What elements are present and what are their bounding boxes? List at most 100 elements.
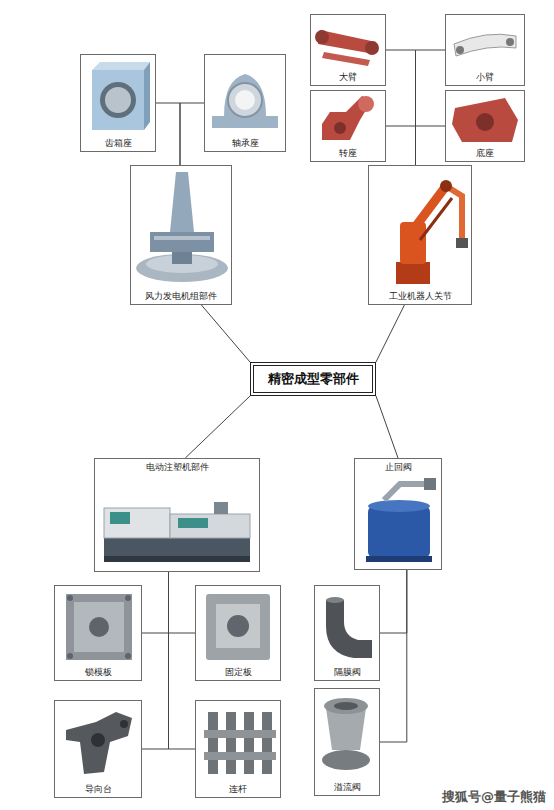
injection-machine-illustration <box>110 512 130 524</box>
part-label: 锁模板 <box>83 666 114 678</box>
diaphragm-valve-illustration <box>326 597 372 658</box>
part-label: 轴承座 <box>230 137 261 149</box>
bearing-seat-illustration <box>235 90 255 110</box>
guide-table-illustration <box>66 712 132 774</box>
check-valve-illustration <box>366 556 432 562</box>
clamp-plate-illustration <box>125 595 131 601</box>
robot-illustration <box>413 186 446 230</box>
clamp-plate-illustration <box>125 653 131 659</box>
big-arm-illustration <box>315 30 329 44</box>
connector-line <box>142 572 169 749</box>
wind-turbine-part-illustration <box>154 236 210 240</box>
connector-line <box>169 572 196 749</box>
connecting-rod-illustration <box>208 712 218 774</box>
part-box: 隔膜阀 <box>314 585 380 681</box>
gearbox-seat-illustration <box>92 62 150 70</box>
bearing-seat-illustration <box>212 74 278 128</box>
base-illustration <box>452 98 518 142</box>
big-arm-illustration <box>315 30 379 66</box>
part-label: 小臂 <box>474 71 496 83</box>
part-label: 电动注塑机部件 <box>144 461 211 473</box>
robot-illustration <box>420 198 452 240</box>
part-box: 锁模板 <box>54 585 142 681</box>
check-valve-illustration <box>384 484 428 500</box>
part-box: 溢流阀 <box>314 688 380 796</box>
part-box: 小臂 <box>445 14 525 86</box>
part-box: 连杆 <box>195 700 281 798</box>
part-label: 风力发电机组部件 <box>143 290 219 302</box>
guide-table-illustration <box>66 712 132 774</box>
connector-line <box>416 50 446 165</box>
part-box: 固定板 <box>195 585 281 681</box>
connecting-rod-illustration <box>204 730 276 738</box>
connector-line <box>380 570 407 742</box>
part-label: 固定板 <box>223 666 254 678</box>
swivel-seat-illustration <box>358 96 374 112</box>
guide-table-illustration <box>120 720 128 728</box>
part-label: 连杆 <box>227 783 249 795</box>
clamp-plate-illustration <box>66 594 132 660</box>
gearbox-seat-illustration <box>92 62 150 130</box>
check-valve-illustration <box>368 500 430 512</box>
guide-table-illustration <box>91 733 105 747</box>
clamp-plate-illustration <box>67 653 73 659</box>
connecting-rod-illustration <box>262 712 272 774</box>
gearbox-seat-illustration <box>105 87 131 113</box>
connector-line <box>180 103 204 165</box>
part-label: 底座 <box>474 147 496 159</box>
part-box: 齿箱座 <box>80 54 156 152</box>
clamp-plate-illustration <box>74 602 124 652</box>
robot-illustration <box>440 180 452 192</box>
swivel-seat-illustration <box>322 96 374 140</box>
part-box: 大臂 <box>310 14 386 86</box>
injection-machine-illustration <box>170 514 250 538</box>
connector-line <box>386 126 416 165</box>
injection-machine-illustration <box>104 556 250 562</box>
bearing-seat-illustration <box>228 83 262 117</box>
gearbox-seat-illustration <box>100 82 136 118</box>
injection-machine-illustration <box>104 508 170 538</box>
robot-illustration <box>396 262 430 284</box>
application-box: 工业机器人关节 <box>368 165 472 305</box>
robot-illustration <box>446 186 462 240</box>
fixed-plate-illustration <box>206 594 270 660</box>
part-label: 转座 <box>337 147 359 159</box>
relief-valve-illustration <box>324 698 368 714</box>
wind-turbine-part-illustration <box>170 172 194 232</box>
part-label: 大臂 <box>337 71 359 83</box>
small-arm-illustration <box>506 38 514 46</box>
base-illustration <box>476 113 494 131</box>
connector-line <box>142 572 169 633</box>
injection-machine-illustration <box>214 502 228 514</box>
connector-line <box>201 305 250 362</box>
part-box: 底座 <box>445 90 525 162</box>
fixed-plate-illustration <box>216 604 260 648</box>
diaphragm-valve-illustration <box>326 600 372 658</box>
fixed-plate-illustration <box>227 615 249 637</box>
connecting-rod-illustration <box>226 712 236 774</box>
check-valve-illustration <box>366 478 436 562</box>
connector-line <box>416 126 446 165</box>
part-box: 导向台 <box>54 700 142 798</box>
diaphragm-valve-illustration <box>326 597 344 603</box>
check-valve-illustration <box>368 506 430 558</box>
application-box: 电动注塑机部件 <box>94 458 260 572</box>
part-label: 溢流阀 <box>332 781 363 793</box>
gearbox-seat-illustration <box>144 62 150 130</box>
connecting-rod-illustration <box>244 712 254 774</box>
relief-valve-illustration <box>322 750 370 770</box>
relief-valve-illustration <box>334 702 358 710</box>
clamp-plate-illustration <box>89 617 109 637</box>
bearing-seat-illustration <box>212 74 278 128</box>
big-arm-illustration <box>322 52 370 66</box>
relief-valve-illustration <box>326 708 366 750</box>
connector-line <box>376 305 404 362</box>
wind-turbine-part-illustration <box>136 172 228 282</box>
relief-valve-illustration <box>322 698 370 770</box>
big-arm-illustration <box>365 41 379 55</box>
injection-machine-illustration <box>104 538 250 556</box>
connector-line <box>376 396 398 458</box>
robot-illustration <box>456 238 468 248</box>
